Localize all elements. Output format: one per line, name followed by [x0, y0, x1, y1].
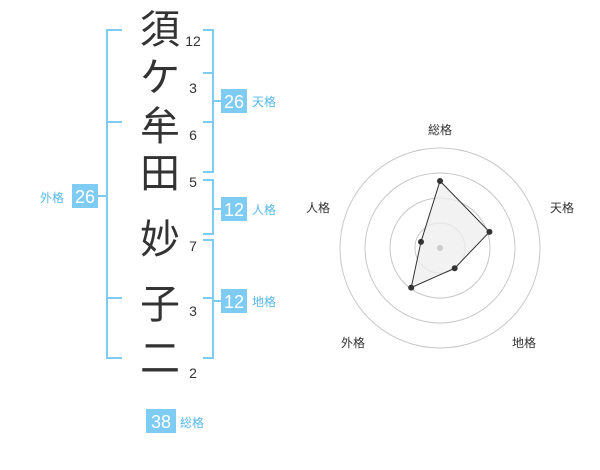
stroke-count-3: 6 — [189, 127, 197, 143]
name-column: 須 ケ 牟 田 妙 子 二 — [140, 7, 180, 382]
tenkaku-bracket — [203, 29, 222, 173]
stroke-count-7: 2 — [189, 365, 197, 381]
chikaku-badge: 12 地格 — [221, 289, 276, 313]
jinkaku-value: 12 — [224, 200, 244, 220]
name-char-1: 須 — [140, 7, 180, 53]
stroke-count-5: 7 — [189, 238, 197, 254]
name-char-7: 二 — [140, 336, 180, 382]
stroke-counts: 12 3 6 5 7 3 2 — [185, 33, 201, 381]
name-char-3: 牟 — [140, 104, 180, 150]
stroke-count-2: 3 — [189, 80, 197, 96]
chikaku-badge-box — [221, 289, 247, 313]
jinkaku-label: 人格 — [252, 202, 276, 217]
jinkaku-badge: 12 人格 — [221, 197, 276, 221]
radar-point-3 — [451, 265, 458, 272]
tenkaku-value: 26 — [224, 92, 244, 112]
name-char-6: 子 — [140, 282, 180, 328]
radar-ring — [364, 172, 516, 324]
jinkaku-bracket — [203, 179, 222, 235]
soukaku-value: 38 — [151, 412, 171, 432]
gaikaku-bracket — [98, 29, 122, 359]
radar-axis-label-1: 総格 — [428, 122, 452, 137]
radar-axis-label-4: 外格 — [341, 335, 365, 350]
tenkaku-badge: 26 天格 — [221, 89, 276, 113]
gaikaku-value: 26 — [75, 187, 95, 207]
radar-point-5 — [417, 238, 424, 245]
radar-center-dot — [437, 245, 443, 251]
soukaku-label: 総格 — [180, 415, 204, 430]
chikaku-bracket — [203, 239, 222, 359]
radar-points — [408, 178, 493, 291]
soukaku-badge-box — [146, 409, 176, 433]
stroke-count-4: 5 — [189, 174, 197, 190]
radar-axis-label-2: 天格 — [550, 200, 574, 215]
radar-ring — [339, 147, 541, 349]
radar-series-area — [410, 180, 491, 289]
radar-point-4 — [408, 284, 415, 291]
gaikaku-badge-box — [72, 184, 98, 208]
tenkaku-label: 天格 — [252, 94, 276, 109]
name-char-2: ケ — [140, 55, 180, 101]
radar-axis-label-3: 地格 — [512, 335, 536, 350]
radar-point-2 — [486, 228, 493, 235]
gaikaku-label: 外格 — [40, 190, 64, 205]
chikaku-label: 地格 — [252, 294, 276, 309]
tenkaku-badge-box — [221, 89, 247, 113]
gaikaku-badge: 外格 26 — [40, 184, 98, 208]
soukaku-badge: 38 総格 — [146, 409, 204, 433]
name-char-4: 田 — [140, 151, 180, 197]
radar-axis-label-5: 人格 — [306, 200, 330, 215]
jinkaku-badge-box — [221, 197, 247, 221]
chikaku-value: 12 — [224, 292, 244, 312]
stroke-count-6: 3 — [189, 303, 197, 319]
name-char-5: 妙 — [140, 217, 180, 263]
stroke-count-1: 12 — [185, 33, 201, 49]
radar-chart: 総格 天格 地格 外格 人格 — [306, 122, 574, 350]
radar-point-1 — [437, 178, 443, 184]
